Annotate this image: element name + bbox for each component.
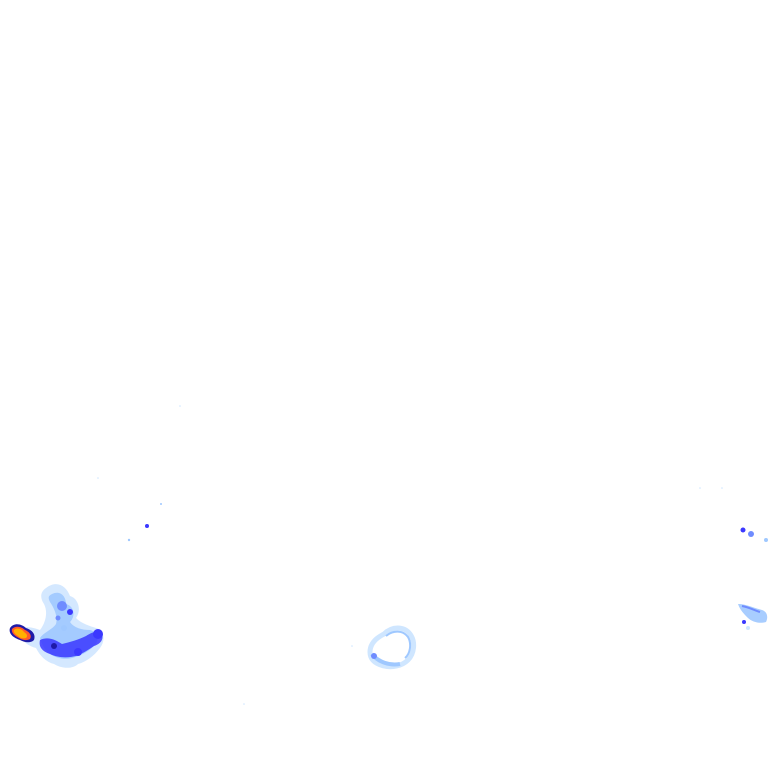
- east-cluster: [738, 527, 768, 630]
- center-ring: [367, 625, 417, 670]
- west-cluster-cell-a: [57, 601, 67, 611]
- east-cluster-band: [738, 604, 768, 623]
- speck-h: [721, 487, 723, 489]
- speck-d: [179, 405, 181, 407]
- center-ring-cell: [371, 653, 377, 659]
- scattered-specks: [97, 405, 723, 705]
- east-cluster-cell-b: [748, 531, 754, 537]
- speck-i: [97, 477, 99, 479]
- speck-g: [699, 487, 701, 489]
- east-cluster-cell-a: [740, 527, 746, 533]
- east-cluster-cell-e: [746, 626, 750, 630]
- west-cluster-cell-d: [74, 648, 82, 656]
- west-cluster-moderate: [39, 631, 103, 658]
- east-cluster-cell-c: [764, 538, 768, 542]
- speck-a: [145, 524, 149, 528]
- east-cluster-band-core: [741, 605, 761, 613]
- west-cluster: [18, 584, 104, 668]
- west-cluster-cell-c: [93, 629, 103, 639]
- speck-b: [127, 538, 131, 542]
- speck-f: [243, 703, 245, 705]
- speck-c: [160, 503, 162, 505]
- west-intense-cell-core: [13, 628, 28, 639]
- west-cluster-cell-g: [55, 615, 61, 621]
- west-cluster-cell-e: [51, 643, 57, 649]
- east-cluster-cell-d: [742, 620, 746, 624]
- center-ring-inner: [385, 630, 412, 659]
- west-cluster-cell-b: [67, 609, 73, 615]
- west-cluster-cell-f: [61, 625, 67, 631]
- speck-e: [351, 645, 353, 647]
- west-intense-cell: [9, 624, 35, 643]
